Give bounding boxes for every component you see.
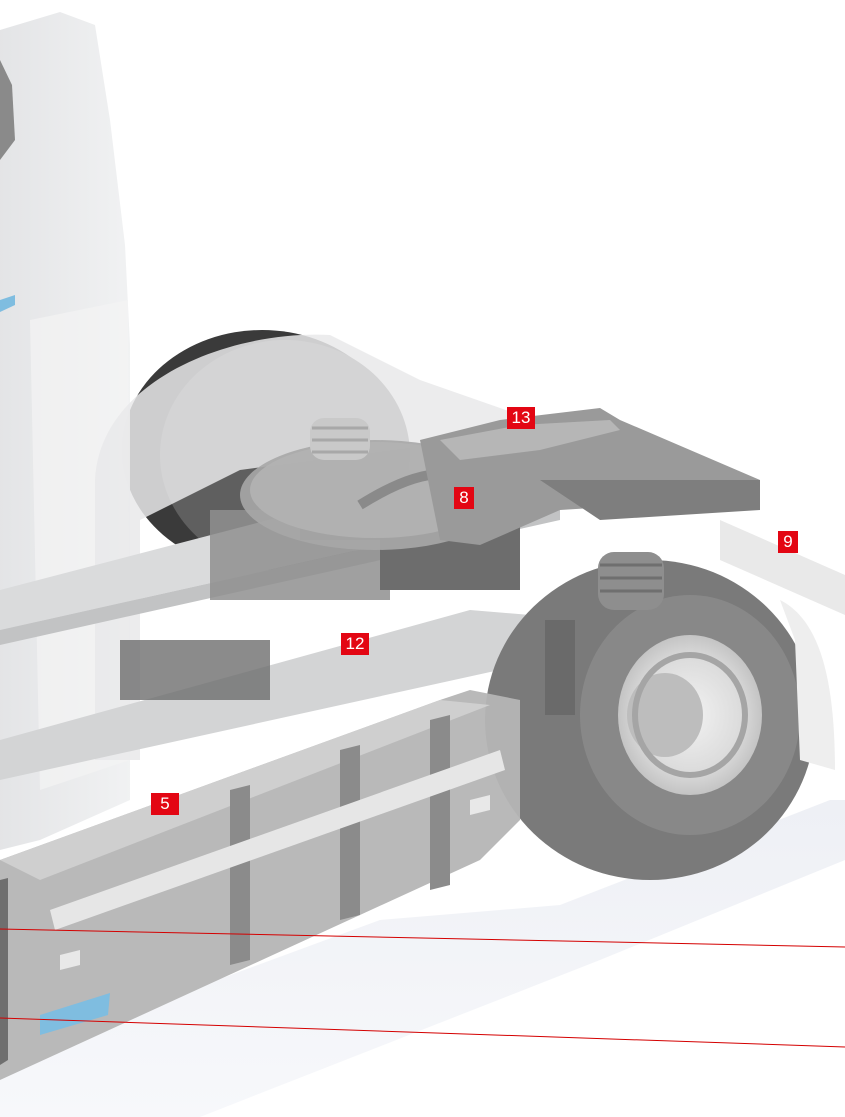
callout-13: 13 [507, 407, 535, 429]
fuel-tank [0, 690, 520, 1080]
rear-wheel [485, 560, 815, 880]
callout-5: 5 [151, 793, 179, 815]
leader-lines [0, 928, 845, 1048]
air-spring-front [310, 418, 370, 460]
air-spring-rear [545, 552, 664, 715]
rear-fender [420, 408, 760, 545]
callout-8: 8 [454, 487, 474, 509]
callout-9: 9 [778, 531, 798, 553]
front-mudguard [95, 334, 520, 760]
callout-12: 12 [341, 633, 369, 655]
rear-light-bar [720, 520, 845, 770]
ground-shadow [0, 800, 845, 1117]
